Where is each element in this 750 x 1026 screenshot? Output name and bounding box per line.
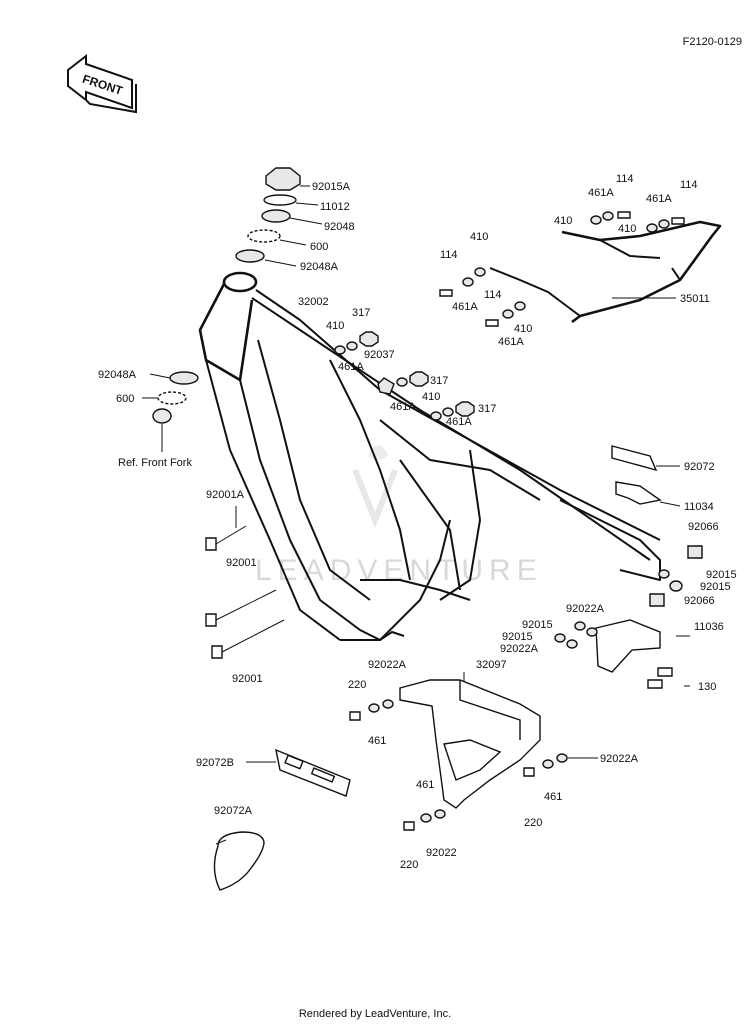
part-label: 92022 [426, 847, 457, 859]
washer-icon [263, 194, 297, 206]
battery-case [399, 679, 541, 809]
part-label: 410 [618, 223, 636, 235]
part-label: 92072 [684, 461, 715, 473]
part-label: 130 [698, 681, 716, 693]
ref-front-fork-label: Ref. Front Fork [118, 457, 192, 469]
part-label: 92048A [300, 261, 339, 273]
lower-stack-parts [152, 371, 199, 424]
part-label: 114 [680, 179, 698, 191]
part-label: 92015 [700, 581, 731, 593]
part-label: 461A [338, 361, 364, 373]
bearing-balls-icon [247, 229, 281, 243]
part-label: 32097 [476, 659, 507, 671]
part-label: 92022A [500, 643, 539, 655]
footer-credit: Rendered by LeadVenture, Inc. [298, 1008, 452, 1020]
nut-icon [265, 167, 301, 191]
part-label: 92066 [688, 521, 719, 533]
part-label: 461A [646, 193, 672, 205]
part-label: 220 [348, 679, 366, 691]
part-label: 92001A [206, 489, 245, 501]
part-label: 92015 [706, 569, 737, 581]
part-label: 461A [498, 336, 524, 348]
part-label: 92022A [600, 753, 639, 765]
right-side-brackets [554, 445, 703, 689]
part-label: 461 [544, 791, 562, 803]
part-label: 92015 [522, 619, 553, 631]
part-label: 410 [554, 215, 572, 227]
part-label: 600 [310, 241, 328, 253]
rack-hardware [439, 211, 685, 327]
main-frame [198, 271, 661, 641]
front-arrow-icon: FRONT [67, 53, 137, 114]
part-label: 92072B [196, 757, 234, 769]
race-icon [235, 249, 265, 263]
tank-mount-hardware [334, 331, 475, 421]
part-label: 92001 [226, 557, 257, 569]
rubber-band [213, 831, 265, 891]
part-label: 461A [446, 416, 472, 428]
part-label: 461 [416, 779, 434, 791]
rear-grab-rail [489, 220, 722, 324]
part-label: 92037 [364, 349, 395, 361]
steering-stack-parts [235, 167, 301, 263]
part-label: 410 [470, 231, 488, 243]
washer-icon [261, 209, 291, 223]
part-label: 92048 [324, 221, 355, 233]
part-label: 32002 [298, 296, 329, 308]
watermark-logo [352, 445, 398, 529]
part-label: 461A [452, 301, 478, 313]
part-label: 92072A [214, 805, 253, 817]
diagram-code: F2120-0129 [682, 36, 742, 48]
part-label: 92015 [502, 631, 533, 643]
part-label: 114 [484, 289, 502, 301]
part-label: 92015A [312, 181, 351, 193]
part-label: 92001 [232, 673, 263, 685]
engine-mount-bolts [205, 525, 285, 659]
part-label: 114 [616, 173, 634, 185]
rubber-strap [275, 748, 351, 797]
part-label: 600 [116, 393, 134, 405]
part-label: 92048A [98, 369, 137, 381]
part-label: 220 [400, 859, 418, 871]
part-label: 220 [524, 817, 542, 829]
part-label: 114 [440, 249, 458, 261]
part-label: 92022A [566, 603, 605, 615]
watermark-text: LEADVENTURE [255, 554, 543, 587]
part-label: 461 [368, 735, 386, 747]
part-label: 11034 [684, 501, 714, 513]
part-label: 461A [390, 401, 416, 413]
part-label: 92022A [368, 659, 407, 671]
battery-hardware [349, 699, 568, 831]
part-label: 410 [514, 323, 532, 335]
part-label: 410 [422, 391, 440, 403]
part-label: 35011 [680, 293, 710, 305]
part-label: 410 [326, 320, 344, 332]
part-label: 317 [430, 375, 448, 387]
part-label: 11036 [694, 621, 724, 633]
part-label: 317 [478, 403, 496, 415]
part-label: 11012 [320, 201, 350, 213]
part-label: 92066 [684, 595, 715, 607]
part-label: 461A [588, 187, 614, 199]
part-label: 317 [352, 307, 370, 319]
